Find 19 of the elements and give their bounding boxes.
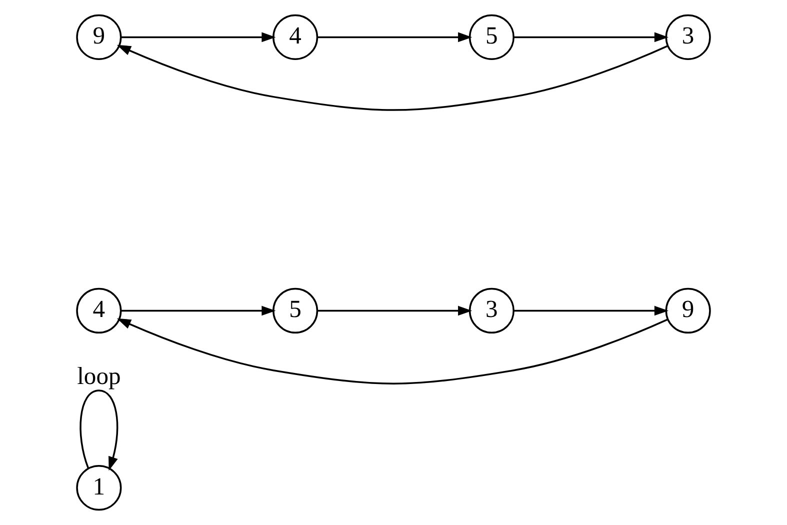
arrow — [514, 306, 668, 316]
node-circle: 1 — [76, 465, 122, 511]
node-circle: 5 — [272, 288, 318, 334]
arrow — [121, 306, 276, 316]
node-circle: 9 — [665, 288, 711, 334]
node-circle: 9 — [76, 14, 122, 60]
node-circle: 5 — [468, 14, 514, 60]
arrow — [116, 318, 668, 384]
node-circle: 4 — [272, 14, 318, 60]
arrow — [514, 32, 668, 42]
arrow — [80, 390, 118, 471]
arrow — [318, 306, 472, 316]
node-circle: 4 — [76, 288, 122, 334]
arrow — [121, 32, 276, 42]
edge-label: loop — [77, 362, 121, 390]
arrow — [116, 44, 668, 111]
node-circle: 3 — [468, 288, 514, 334]
node-circle: 3 — [665, 14, 711, 60]
arrow — [318, 32, 472, 42]
